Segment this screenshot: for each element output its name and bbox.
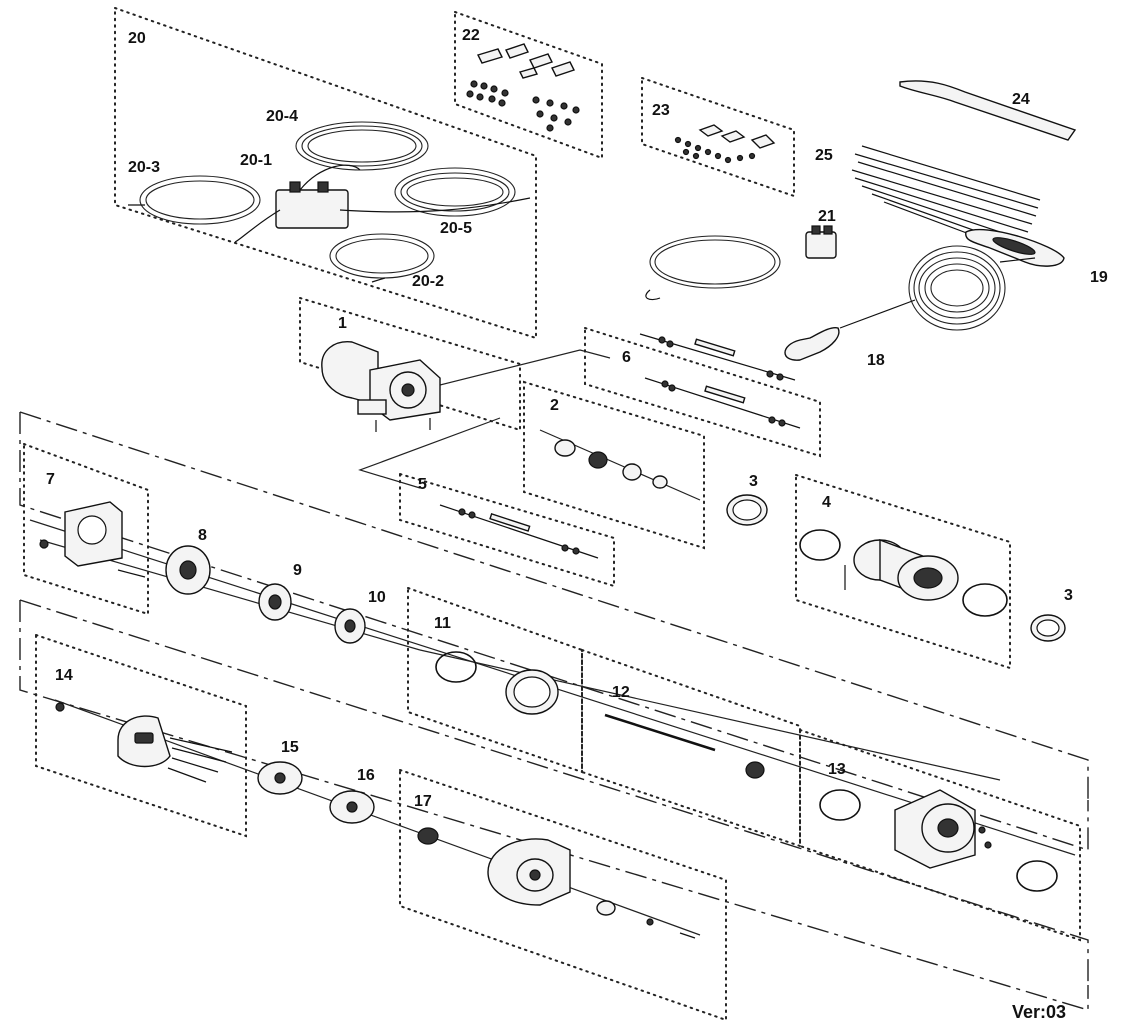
gear-carrier-10 [334, 608, 366, 644]
group-7-box [23, 442, 149, 616]
brake-hub [165, 545, 211, 595]
label-20-3: 20-3 [128, 159, 160, 176]
label-20-2: 20-2 [412, 273, 444, 290]
group-22-box [454, 10, 603, 160]
label-20-4: 20-4 [266, 108, 298, 125]
label-3b: 3 [1064, 587, 1073, 604]
label-20: 20 [128, 30, 146, 47]
ring-gear [505, 669, 559, 715]
o-ring-11 [435, 651, 477, 683]
label-16: 16 [357, 767, 375, 784]
label-3a: 3 [749, 473, 758, 490]
label-18: 18 [867, 352, 885, 369]
label-1: 1 [338, 315, 347, 332]
group-1-box [299, 296, 521, 432]
connector-1-6 [419, 349, 611, 391]
label-20-5: 20-5 [440, 220, 472, 237]
label-12: 12 [612, 684, 630, 701]
group-5-box [399, 472, 615, 588]
gear-housing [819, 789, 1058, 892]
label-23: 23 [652, 102, 670, 119]
label-2: 2 [550, 397, 559, 414]
group-23-box [641, 76, 795, 198]
label-17: 17 [414, 793, 432, 810]
group-13-box [799, 728, 1081, 942]
label-14: 14 [55, 667, 73, 684]
label-10: 10 [368, 589, 386, 606]
drum-assembly [799, 529, 1008, 617]
group-6-box [584, 326, 821, 458]
connector-1-5 [358, 417, 501, 489]
group-4-box [795, 473, 1011, 670]
hand-saver-strap [899, 80, 1077, 141]
motor-assembly [321, 341, 441, 432]
group-11-box [407, 586, 583, 774]
coupling-set [554, 439, 668, 489]
gear-carrier-9 [258, 583, 292, 621]
label-20-1: 20-1 [240, 152, 272, 169]
label-13: 13 [828, 761, 846, 778]
remote-control-cable [645, 225, 837, 301]
lower-assembly-top [19, 599, 1089, 985]
label-7: 7 [46, 471, 55, 488]
label-22: 22 [462, 27, 480, 44]
bushing-3b [1030, 614, 1066, 642]
planet-carrier-15 [257, 761, 303, 795]
label-6: 6 [622, 349, 631, 366]
label-15: 15 [281, 739, 299, 756]
label-5: 5 [418, 476, 427, 493]
hardware-kit-22 [466, 43, 580, 132]
label-8: 8 [198, 527, 207, 544]
drive-shaft [604, 713, 765, 779]
upper-assembly-top [19, 411, 1089, 800]
group-17-box [399, 768, 727, 1022]
version-label: Ver:03 [1012, 1002, 1066, 1022]
bushing-3a [726, 494, 768, 526]
clutch-housing [417, 827, 696, 939]
tie-rod-set-6 [639, 333, 801, 429]
label-11: 11 [434, 615, 451, 632]
label-25: 25 [815, 147, 833, 164]
planet-carrier-16 [329, 790, 375, 824]
end-bracket [39, 501, 146, 578]
label-24: 24 [1012, 91, 1030, 108]
label-9: 9 [293, 562, 302, 579]
group-20-box [114, 6, 537, 340]
label-21: 21 [818, 208, 836, 225]
end-cover [55, 702, 233, 783]
group-12-box [581, 648, 801, 848]
label-4: 4 [822, 494, 831, 511]
solenoid-cable-kit [128, 121, 531, 283]
hawse-fairlead [965, 228, 1065, 267]
group-2-box [523, 380, 705, 550]
tie-rod-set-5 [439, 504, 599, 559]
axis-middle [419, 649, 1001, 781]
upper-assembly-outline [19, 412, 1089, 851]
synthetic-rope-hook [784, 245, 1036, 361]
group-14-box [35, 633, 247, 838]
label-19: 19 [1090, 269, 1108, 286]
hardware-kit-23 [674, 124, 776, 164]
